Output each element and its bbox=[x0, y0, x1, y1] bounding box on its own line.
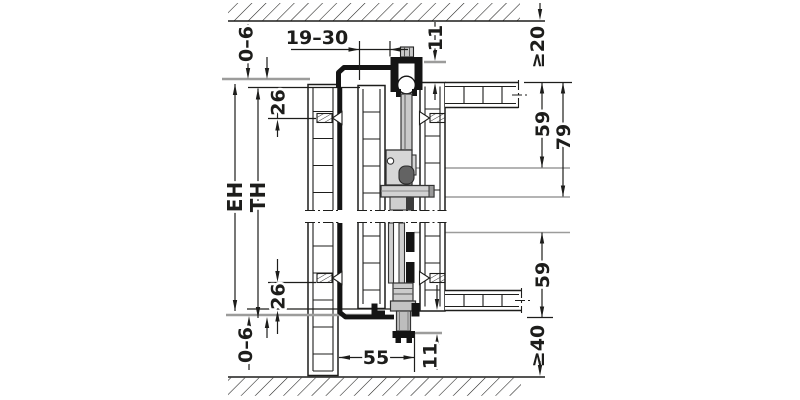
dim-depths-bottom: 59 ≥40 bbox=[525, 232, 557, 376]
screw-top-left bbox=[316, 110, 343, 126]
dim-label-eh: EH bbox=[223, 182, 247, 212]
dim-gap-bottom: 0–6 bbox=[233, 316, 270, 370]
front-door-panel bbox=[307, 83, 339, 377]
cabinet-top-panel bbox=[445, 80, 528, 110]
cabinet-bottom-panel bbox=[445, 288, 531, 313]
rear-door-panel bbox=[357, 84, 386, 310]
dim-screw-offset-bottom: 26 bbox=[265, 259, 316, 334]
screw-bottom-right bbox=[418, 270, 446, 286]
screw-top-right bbox=[418, 110, 446, 126]
dim-depths-top: 59 79 bbox=[524, 81, 578, 197]
dim-clearance-bottom: 11 bbox=[417, 285, 444, 372]
section-break-lines bbox=[305, 209, 447, 224]
dim-gap-top: 0–6 bbox=[233, 24, 270, 79]
top-roller-carriage bbox=[380, 46, 435, 211]
ceiling-hatch bbox=[228, 3, 545, 22]
dim-installation-height: EH bbox=[221, 84, 250, 311]
dim-label-gap-bottom: 0–6 bbox=[235, 327, 257, 363]
dim-label-55: 55 bbox=[363, 347, 389, 369]
dim-label-door-thickness: 19–30 bbox=[286, 27, 348, 49]
fixing-screws bbox=[316, 110, 446, 286]
screw-bottom-left bbox=[316, 270, 343, 286]
dim-label-th: TH bbox=[246, 182, 270, 212]
dim-door-height: TH bbox=[244, 88, 273, 318]
dim-label-59-top: 59 bbox=[532, 111, 554, 137]
dim-label-26-bottom: 26 bbox=[268, 283, 290, 309]
running-track-profile bbox=[336, 65, 394, 320]
bottom-guide-assembly bbox=[371, 222, 420, 343]
carriage-top-plate bbox=[390, 57, 423, 64]
dim-screw-offset-top: 26 bbox=[265, 87, 316, 137]
hanger-bolt bbox=[400, 93, 413, 151]
dim-guide-width: 55 bbox=[339, 333, 416, 372]
dim-label-26-top: 26 bbox=[268, 89, 290, 115]
dim-door-thickness: 19–30 bbox=[283, 25, 408, 80]
dim-label-11-top: 11 bbox=[425, 25, 447, 51]
dim-label-min20: ≥20 bbox=[527, 26, 549, 68]
dim-label-gap-top: 0–6 bbox=[236, 26, 258, 62]
floor-hatch bbox=[228, 376, 545, 396]
dim-label-59-bottom: 59 bbox=[532, 262, 554, 288]
dim-label-11-bottom: 11 bbox=[420, 343, 442, 369]
dim-clearance-top: 11 bbox=[423, 22, 450, 100]
dim-label-min40: ≥40 bbox=[527, 325, 549, 367]
suspension-bolt bbox=[399, 46, 415, 58]
dim-label-79: 79 bbox=[553, 124, 575, 150]
dim-min-top: ≥20 bbox=[525, 3, 552, 71]
